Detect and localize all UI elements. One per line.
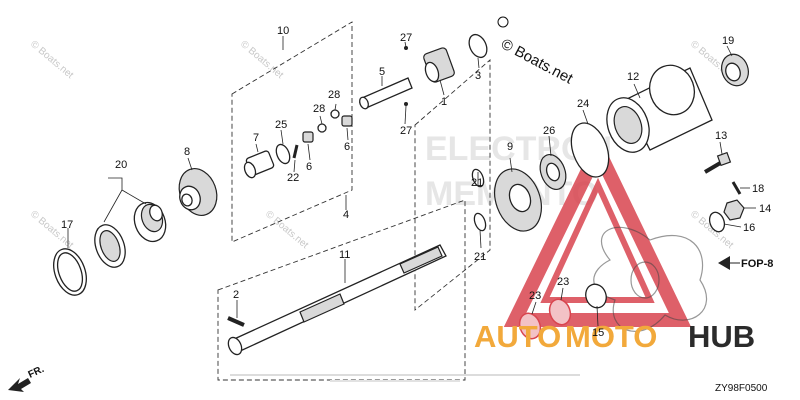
- callout-27-top: 27: [400, 32, 412, 44]
- callout-1: 1: [441, 96, 447, 108]
- callout-18: 18: [752, 183, 764, 195]
- callout-28-left: 28: [313, 103, 325, 115]
- part-14-nut: [723, 199, 745, 221]
- logo-text-auto: AUTO: [474, 319, 561, 354]
- part-15-spacer: [585, 283, 607, 309]
- watermark-text: © Boats.net: [238, 39, 285, 81]
- callout-28-right: 28: [328, 89, 340, 101]
- callout-14: 14: [759, 203, 771, 215]
- part-2-pin: [227, 316, 245, 327]
- callout-13: 13: [715, 130, 727, 142]
- callout-6-right: 6: [344, 141, 350, 153]
- callout-8: 8: [184, 146, 190, 158]
- part-27-ball-top: [404, 46, 408, 50]
- callout-21-lower: 21: [474, 251, 486, 263]
- watermark-text: © Boats.net: [28, 39, 75, 81]
- part-24-o-ring: [570, 122, 610, 178]
- direction-label: FR.: [27, 364, 46, 381]
- part-20-bearing-cup: [94, 224, 126, 268]
- callout-numbers: 10 27 5 1 3 28 28 27 6 25 7 6 22 4 8 20 …: [61, 25, 771, 339]
- logo-text-hub: HUB: [688, 319, 755, 354]
- part-22-pin: [292, 144, 299, 159]
- callout-5: 5: [379, 66, 385, 78]
- part-5-shift-rod: [359, 77, 413, 110]
- leader-lines: [67, 36, 756, 327]
- callout-16: 16: [743, 222, 755, 234]
- part-25-clip: [275, 143, 291, 165]
- callout-19: 19: [722, 35, 734, 47]
- propeller-outline: [593, 226, 707, 332]
- callout-4: 4: [343, 209, 349, 221]
- callout-24: 24: [577, 98, 589, 110]
- part-11-propeller-shaft: [227, 244, 447, 356]
- part-16-washer: [708, 211, 726, 233]
- callout-6-left: 6: [306, 161, 312, 173]
- boats-net-mark: © Boats.net: [497, 16, 576, 88]
- part-12-bearing-holder: [606, 64, 713, 153]
- callout-25: 25: [275, 119, 287, 131]
- callout-2: 2: [233, 289, 239, 301]
- diagram-code: ZY98F0500: [715, 383, 768, 394]
- part-9-bevel-gear: [494, 168, 542, 232]
- part-8-pinion-gear: [178, 168, 218, 216]
- part-6-spring-upper: [341, 115, 353, 127]
- part-1-clutch: [423, 47, 455, 83]
- assembly-box-11: [217, 199, 466, 381]
- callout-21-upper: 21: [471, 177, 483, 189]
- part-20-taper-bearing: [133, 201, 167, 243]
- part-19-needle-bearing: [721, 53, 749, 87]
- assembly-box-right: [414, 59, 491, 311]
- part-27-ball-bottom: [404, 102, 408, 106]
- part-13-bolt: [703, 151, 732, 174]
- callout-22: 22: [287, 172, 299, 184]
- callout-23-left: 23: [529, 290, 541, 302]
- callout-9: 9: [507, 141, 513, 153]
- part-26-bearing: [539, 153, 567, 191]
- callout-11: 11: [339, 249, 350, 261]
- part-23-washer-left: [518, 312, 542, 340]
- assembly-box-10: [231, 21, 353, 243]
- callout-17: 17: [61, 219, 73, 231]
- watermark-text: © Boats.net: [263, 209, 310, 251]
- part-23-washer-right: [548, 298, 572, 326]
- part-17-ring: [53, 248, 87, 296]
- callout-15: 15: [592, 327, 604, 339]
- reference-label: FOP-8: [741, 258, 773, 270]
- callout-26: 26: [543, 125, 555, 137]
- fine-print: [230, 374, 580, 382]
- front-direction-indicator: FR.: [8, 364, 46, 392]
- brand-logo: AUTO MOTO HUB: [474, 319, 755, 354]
- callout-12: 12: [627, 71, 639, 83]
- part-18-cotter-pin: [731, 181, 742, 195]
- part-21-clip-lower: [473, 212, 487, 232]
- reference-arrow: FOP-8: [718, 256, 773, 270]
- part-28-ball-upper: [330, 109, 340, 119]
- part-6-spring-lower: [302, 131, 314, 143]
- logo-text-moto: MOTO: [565, 319, 657, 354]
- callout-23-right: 23: [557, 276, 569, 288]
- part-3-ring: [468, 33, 488, 59]
- watermark-text-dark: © Boats.net: [498, 36, 576, 88]
- callout-20: 20: [115, 159, 127, 171]
- callout-3: 3: [475, 70, 481, 82]
- part-7-plunger: [243, 150, 275, 179]
- part-28-ball-lower: [317, 123, 327, 133]
- callout-7: 7: [253, 132, 259, 144]
- callout-27-bottom: 27: [400, 125, 412, 137]
- callout-10: 10: [277, 25, 289, 37]
